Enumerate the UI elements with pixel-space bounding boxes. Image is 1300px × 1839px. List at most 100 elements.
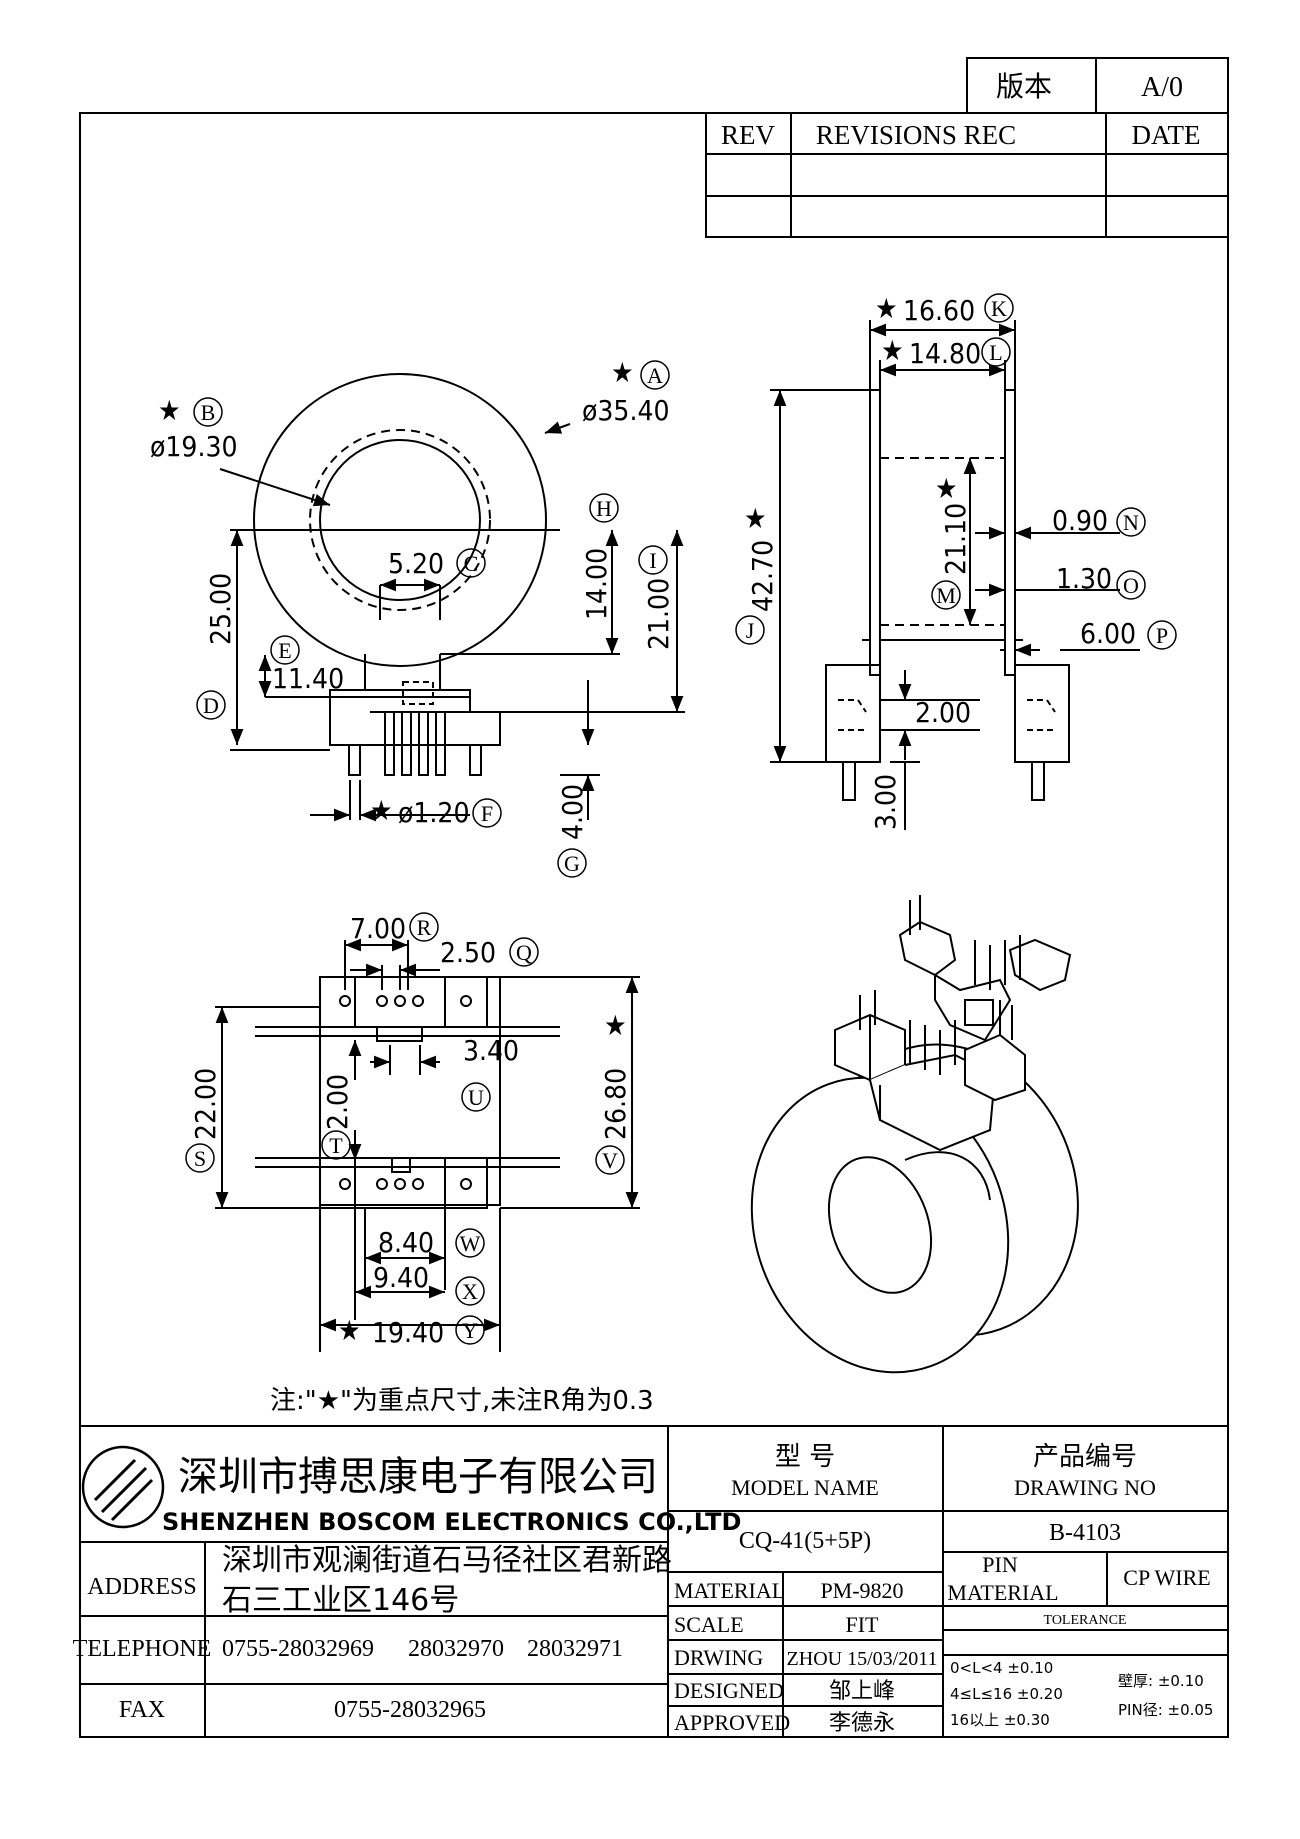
dim-B-value: ø19.30 bbox=[150, 430, 238, 463]
material-value: PM-9820 bbox=[820, 1578, 903, 1603]
dim-V-value: 26.80 bbox=[599, 1068, 632, 1140]
drawing-label-en: DRAWING NO bbox=[1014, 1475, 1156, 1500]
telephone-3: 28032971 bbox=[527, 1636, 623, 1662]
pin bbox=[435, 711, 446, 776]
pin-hole bbox=[460, 1178, 472, 1190]
dim-T-value: 2.00 bbox=[321, 1074, 354, 1130]
logo-mark bbox=[93, 1458, 154, 1522]
dim-L-value: 14.80 bbox=[909, 337, 981, 370]
dim-G-letter: G bbox=[564, 851, 580, 876]
left-flange bbox=[869, 389, 881, 676]
dim-K-value: 16.60 bbox=[903, 294, 975, 327]
drawing-label-cn: 产品编号 bbox=[1033, 1442, 1137, 1472]
dim-C-letter: C bbox=[464, 551, 479, 576]
dim-B-letter: B bbox=[201, 400, 216, 425]
rev-header: REV bbox=[721, 120, 776, 150]
top-view-labels: ★ A ø35.40 ★ B ø19.30 5.20 C 25.00 D E 1… bbox=[150, 356, 675, 878]
dim-M-value: 21.10 bbox=[939, 503, 972, 575]
company-logo bbox=[81, 1445, 165, 1529]
dim-R-value: 7.00 bbox=[350, 912, 406, 945]
scale-label: SCALE bbox=[674, 1612, 744, 1637]
dim-O-value: 1.30 bbox=[1056, 562, 1112, 595]
sheet-border bbox=[79, 112, 1229, 1738]
dim-V-letter: V bbox=[602, 1148, 618, 1173]
bottom-view bbox=[215, 938, 640, 1352]
dim-N-value: 0.90 bbox=[1052, 504, 1108, 537]
pin-hole bbox=[376, 1178, 388, 1190]
address-line2: 石三工业区146号 bbox=[222, 1583, 459, 1618]
dim-2-value: 2.00 bbox=[915, 696, 971, 729]
revision-table: REV REVISIONS REC DATE bbox=[705, 112, 1229, 238]
pin-hole bbox=[339, 1178, 351, 1190]
dim-F-value: ø1.20 bbox=[398, 796, 469, 829]
fax-value: 0755-28032965 bbox=[334, 1697, 486, 1723]
dim-J-value: 42.70 bbox=[746, 540, 779, 612]
pin bbox=[384, 711, 395, 776]
wall-tolerance: 壁厚: ±0.10 bbox=[1118, 1672, 1204, 1690]
dim-X-value: 9.40 bbox=[373, 1261, 429, 1294]
left-pin-header bbox=[825, 664, 881, 763]
dim-D-value: 25.00 bbox=[204, 573, 237, 645]
pin-hole bbox=[394, 1178, 406, 1190]
pin-hole bbox=[460, 995, 472, 1007]
dim-K-letter: K bbox=[991, 296, 1007, 321]
bore-circle bbox=[319, 439, 481, 601]
address-line1: 深圳市观澜街道石马径社区君新路 bbox=[222, 1543, 672, 1578]
version-label: 版本 bbox=[996, 70, 1052, 103]
side-view-labels: ★ 16.60 K ★ 14.80 L ★ 42.70 J ★ 21.10 M … bbox=[735, 292, 1177, 830]
note-text: 注:"★"为重点尺寸,未注R角为0.3 bbox=[270, 1386, 654, 1416]
dim-S-value: 22.00 bbox=[189, 1068, 222, 1140]
company-name-cn: 深圳市搏思康电子有限公司 bbox=[178, 1454, 658, 1500]
pin-hole bbox=[339, 995, 351, 1007]
tolerance-label: TOLERANCE bbox=[1044, 1613, 1127, 1628]
top-view bbox=[219, 373, 685, 822]
designed-label: DESIGNED bbox=[674, 1678, 784, 1703]
dim-U-value: 3.40 bbox=[463, 1034, 519, 1067]
dim-E-letter: E bbox=[278, 638, 291, 663]
model-label-en: MODEL NAME bbox=[731, 1475, 879, 1500]
dim-P-value: 6.00 bbox=[1080, 617, 1136, 650]
date-header: DATE bbox=[1132, 120, 1201, 150]
scale-value: FIT bbox=[846, 1612, 880, 1637]
telephone-1: 0755-28032969 bbox=[222, 1636, 374, 1662]
designed-value: 邹上峰 bbox=[829, 1679, 895, 1704]
fax-label: FAX bbox=[119, 1697, 165, 1723]
dim-M-letter: M bbox=[936, 583, 956, 608]
pin-diameter-tolerance: PIN径: ±0.05 bbox=[1118, 1701, 1213, 1719]
dim-3-value: 3.00 bbox=[869, 774, 902, 830]
isometric-view bbox=[750, 895, 1079, 1374]
pin bbox=[401, 711, 412, 776]
tolerance-row-3: 16以上 ±0.30 bbox=[950, 1711, 1050, 1729]
pin-hole bbox=[412, 1178, 424, 1190]
drawing-row-label: DRWING bbox=[674, 1645, 763, 1670]
dim-P-letter: P bbox=[1156, 623, 1168, 648]
dim-Q-letter: Q bbox=[516, 940, 532, 965]
dim-I-value: 21.00 bbox=[642, 578, 675, 650]
dim-N-letter: N bbox=[1123, 510, 1139, 535]
version-value: A/0 bbox=[1141, 72, 1183, 103]
dim-V-star: ★ bbox=[604, 1009, 627, 1042]
title-block bbox=[80, 1425, 1228, 1737]
dim-O-letter: O bbox=[1123, 573, 1139, 598]
dim-A-letter: A bbox=[647, 363, 663, 388]
drawing-row-value: ZHOU 15/03/2011 bbox=[787, 1648, 938, 1670]
dim-C-value: 5.20 bbox=[388, 547, 444, 580]
dim-F-letter: F bbox=[481, 801, 493, 826]
slot-hidden bbox=[402, 681, 434, 705]
dim-X-letter: X bbox=[462, 1279, 478, 1304]
dim-J-letter: J bbox=[746, 618, 755, 643]
pin bbox=[348, 744, 361, 776]
dim-Y-value: 19.40 bbox=[372, 1316, 444, 1349]
dim-S-letter: S bbox=[194, 1146, 206, 1171]
pin-material-value: CP WIRE bbox=[1123, 1565, 1210, 1590]
pin bbox=[418, 711, 429, 776]
outer-flange-circle bbox=[253, 373, 547, 667]
revisions-rec-header: REVISIONS REC bbox=[816, 120, 1016, 150]
drawing-value: B-4103 bbox=[1049, 1520, 1121, 1546]
pin-hole bbox=[412, 995, 424, 1007]
dim-A-star: ★ bbox=[611, 356, 634, 389]
model-label-cn: 型 号 bbox=[775, 1442, 835, 1472]
bottom-view-labels: 7.00 R 2.50 Q 22.00 S 2.00 T 3.40 U ★ 26… bbox=[185, 912, 632, 1349]
tolerance-row-2: 4≤L≤16 ±0.20 bbox=[950, 1685, 1063, 1703]
dim-A-value: ø35.40 bbox=[582, 394, 670, 427]
